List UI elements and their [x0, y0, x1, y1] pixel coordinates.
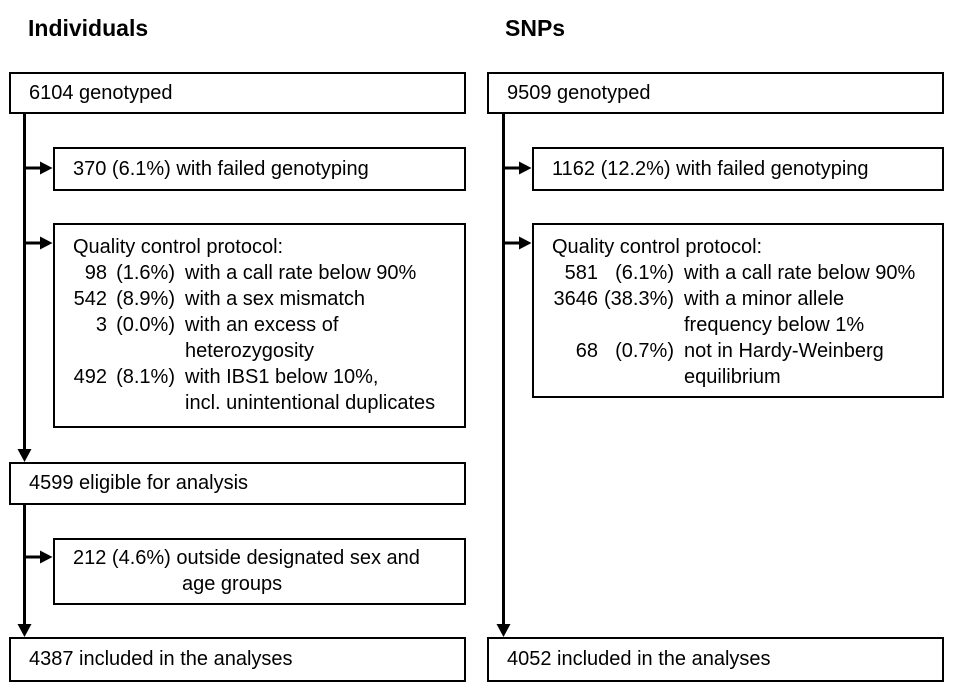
qc-pct: (6.1%) [615, 262, 674, 284]
qc-line: 581 (6.1%) with a call rate below 90% [552, 260, 934, 286]
left-right-arrowhead-failed [40, 161, 53, 175]
left-down-arrowhead-1 [17, 449, 32, 462]
qc-txt: with an excess of [185, 314, 339, 336]
qc-pct: (8.1%) [116, 366, 175, 388]
qc-line: equilibrium [552, 364, 934, 390]
qc-num: 581 [564, 262, 598, 284]
qc-num [73, 390, 107, 416]
left-right-arrowhead-qc [40, 236, 53, 250]
qc-txt: incl. unintentional duplicates [185, 392, 436, 414]
left-right-arrowhead-outside [40, 550, 53, 564]
outside-groups-line2: age groups [182, 573, 283, 595]
qc-txt: with a call rate below 90% [185, 262, 417, 284]
right-right-arrowhead-qc [519, 236, 532, 250]
individuals-quality-control-box: Quality control protocol: 98 (1.6%) with a… [53, 223, 466, 428]
qc-pct: (8.9%) [116, 288, 175, 310]
snps-column-heading: SNPs [505, 15, 566, 41]
qc-pct: (38.3%) [604, 288, 675, 310]
qc-pct: (0.7%) [615, 340, 674, 362]
qc-num: 98 [84, 262, 107, 284]
qc-title: Quality control protocol: [73, 236, 284, 258]
right-down-arrowhead [496, 624, 511, 637]
qc-pct [604, 364, 674, 390]
individuals-failed-genotyping-box: 370 (6.1%) with failed genotyping [53, 147, 466, 191]
qc-num [552, 312, 598, 338]
qc-num: 68 [575, 340, 598, 362]
qc-line: 3 (0.0%) with an excess of [73, 312, 456, 338]
qc-num [73, 338, 107, 364]
qc-txt: with a minor allele [684, 288, 845, 310]
qc-num: 3646 [553, 288, 599, 310]
qc-num: 542 [73, 288, 107, 310]
snps-genotyped-box: 9509 genotyped [487, 72, 944, 114]
individuals-outside-groups-box: 212 (4.6%) outside designated sex and ag… [53, 538, 466, 605]
qc-txt: with a call rate below 90% [684, 262, 916, 284]
individuals-genotyped-box: 6104 genotyped [9, 72, 466, 114]
individuals-included-box: 4387 included in the analyses [9, 637, 466, 682]
qc-txt: frequency below 1% [684, 314, 865, 336]
outside-groups-line1: 212 (4.6%) outside designated sex and [73, 547, 420, 569]
qc-pct: (1.6%) [116, 262, 175, 284]
qc-num [552, 364, 598, 390]
right-right-arrowhead-failed [519, 161, 532, 175]
qc-line: 3646(38.3%) with a minor allele [552, 286, 934, 312]
individuals-eligible-box: 4599 eligible for analysis [9, 462, 466, 505]
qc-txt: with IBS1 below 10%, [185, 366, 379, 388]
qc-line: 68 (0.7%) not in Hardy-Weinberg [552, 338, 934, 364]
qc-pct [113, 338, 175, 364]
qc-txt: with a sex mismatch [185, 288, 366, 310]
individuals-column-heading: Individuals [28, 15, 149, 41]
qc-txt: equilibrium [684, 366, 781, 388]
qc-lines: 581(6.1%)with a call rate below 90%3646(… [552, 260, 934, 390]
snps-quality-control-box: Quality control protocol: 581 (6.1%) with … [532, 223, 944, 398]
qc-lines: 98 (1.6%) with a call rate below 90% 542 (8.… [73, 260, 456, 416]
qc-line: heterozygosity [73, 338, 456, 364]
snps-included-box: 4052 included in the analyses [487, 637, 944, 682]
qc-pct: (0.0%) [116, 314, 175, 336]
qc-pct [113, 390, 175, 416]
left-down-arrowhead-2 [17, 624, 32, 637]
qc-line: 492 (8.1%) with IBS1 below 10%, [73, 364, 456, 390]
qc-line: 542 (8.9%) with a sex mismatch [73, 286, 456, 312]
qc-txt: not in Hardy-Weinberg [684, 340, 884, 362]
snps-failed-genotyping-box: 1162 (12.2%) with failed genotyping [532, 147, 944, 191]
qc-num: 492 [73, 366, 107, 388]
qc-line: 98 (1.6%) with a call rate below 90% [73, 260, 456, 286]
qc-pct [604, 312, 674, 338]
qc-txt: heterozygosity [185, 340, 314, 362]
qc-line: frequency below 1% [552, 312, 934, 338]
qc-title: Quality control protocol: [552, 236, 763, 258]
qc-num: 3 [95, 314, 107, 336]
qc-line: incl. unintentional duplicates [73, 390, 456, 416]
